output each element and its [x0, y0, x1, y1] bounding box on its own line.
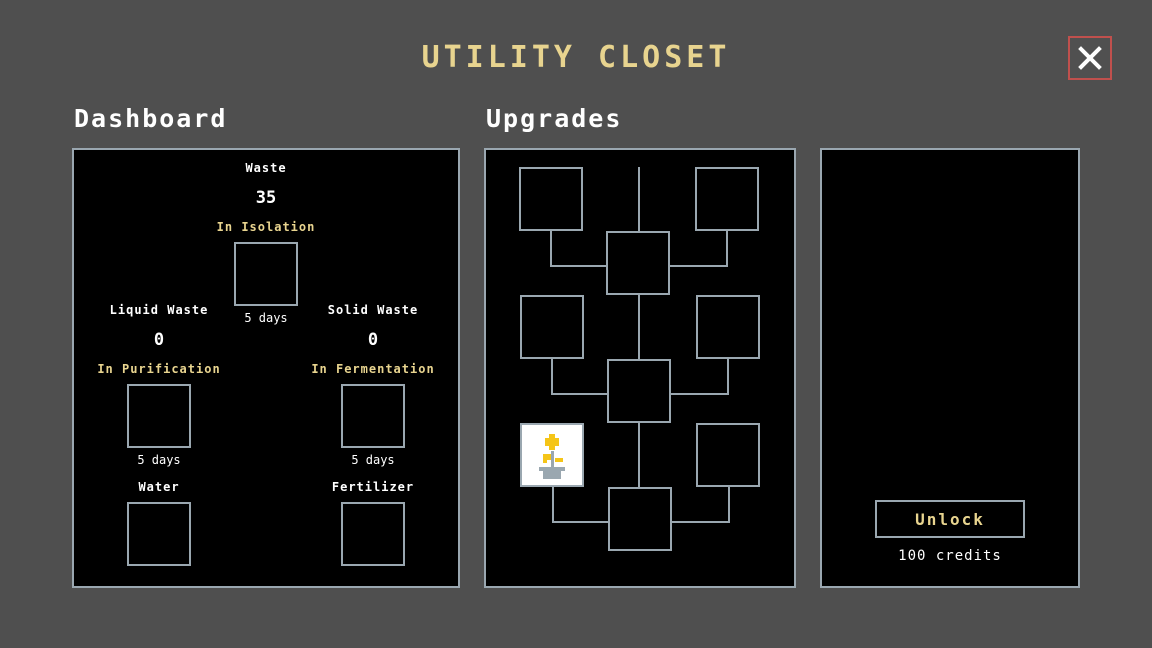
solid-waste-label: Solid Waste [327, 303, 419, 317]
upgrade-node-3-center[interactable] [608, 487, 672, 551]
upgrade-node-1-left[interactable] [519, 167, 583, 231]
fertilizer-label: Fertilizer [331, 480, 415, 494]
upgrades-heading: Upgrades [486, 104, 623, 133]
isolation-duration: 5 days [244, 311, 288, 325]
waste-value: 35 [255, 188, 277, 208]
purification-slot[interactable] [127, 384, 191, 448]
fermentation-duration: 5 days [351, 453, 395, 467]
upgrade-node-2-center[interactable] [607, 359, 671, 423]
close-button[interactable] [1068, 36, 1112, 80]
upgrade-node-2-left[interactable] [520, 295, 584, 359]
purification-label: In Purification [97, 362, 221, 376]
liquid-waste-label: Liquid Waste [109, 303, 209, 317]
isolation-label: In Isolation [216, 220, 316, 234]
upgrade-node-1-center[interactable] [606, 231, 670, 295]
upgrade-node-3-right[interactable] [696, 423, 760, 487]
water-slot[interactable] [127, 502, 191, 566]
purification-duration: 5 days [137, 453, 181, 467]
water-label: Water [138, 480, 180, 494]
fermentation-slot[interactable] [341, 384, 405, 448]
sprout-plant-icon [539, 434, 565, 479]
upgrade-node-2-right[interactable] [696, 295, 760, 359]
close-icon [1078, 46, 1102, 70]
dashboard-heading: Dashboard [74, 104, 228, 133]
unlock-cost: 100 credits [898, 548, 1002, 564]
screen-title: UTILITY CLOSET [421, 40, 731, 75]
solid-waste-value: 0 [367, 330, 379, 350]
waste-label: Waste [245, 161, 287, 175]
fertilizer-slot[interactable] [341, 502, 405, 566]
fermentation-label: In Fermentation [311, 362, 435, 376]
liquid-waste-value: 0 [153, 330, 165, 350]
unlock-button[interactable]: Unlock [875, 500, 1025, 538]
upgrade-node-3-left[interactable] [520, 423, 584, 487]
upgrade-node-1-right[interactable] [695, 167, 759, 231]
isolation-slot[interactable] [234, 242, 298, 306]
